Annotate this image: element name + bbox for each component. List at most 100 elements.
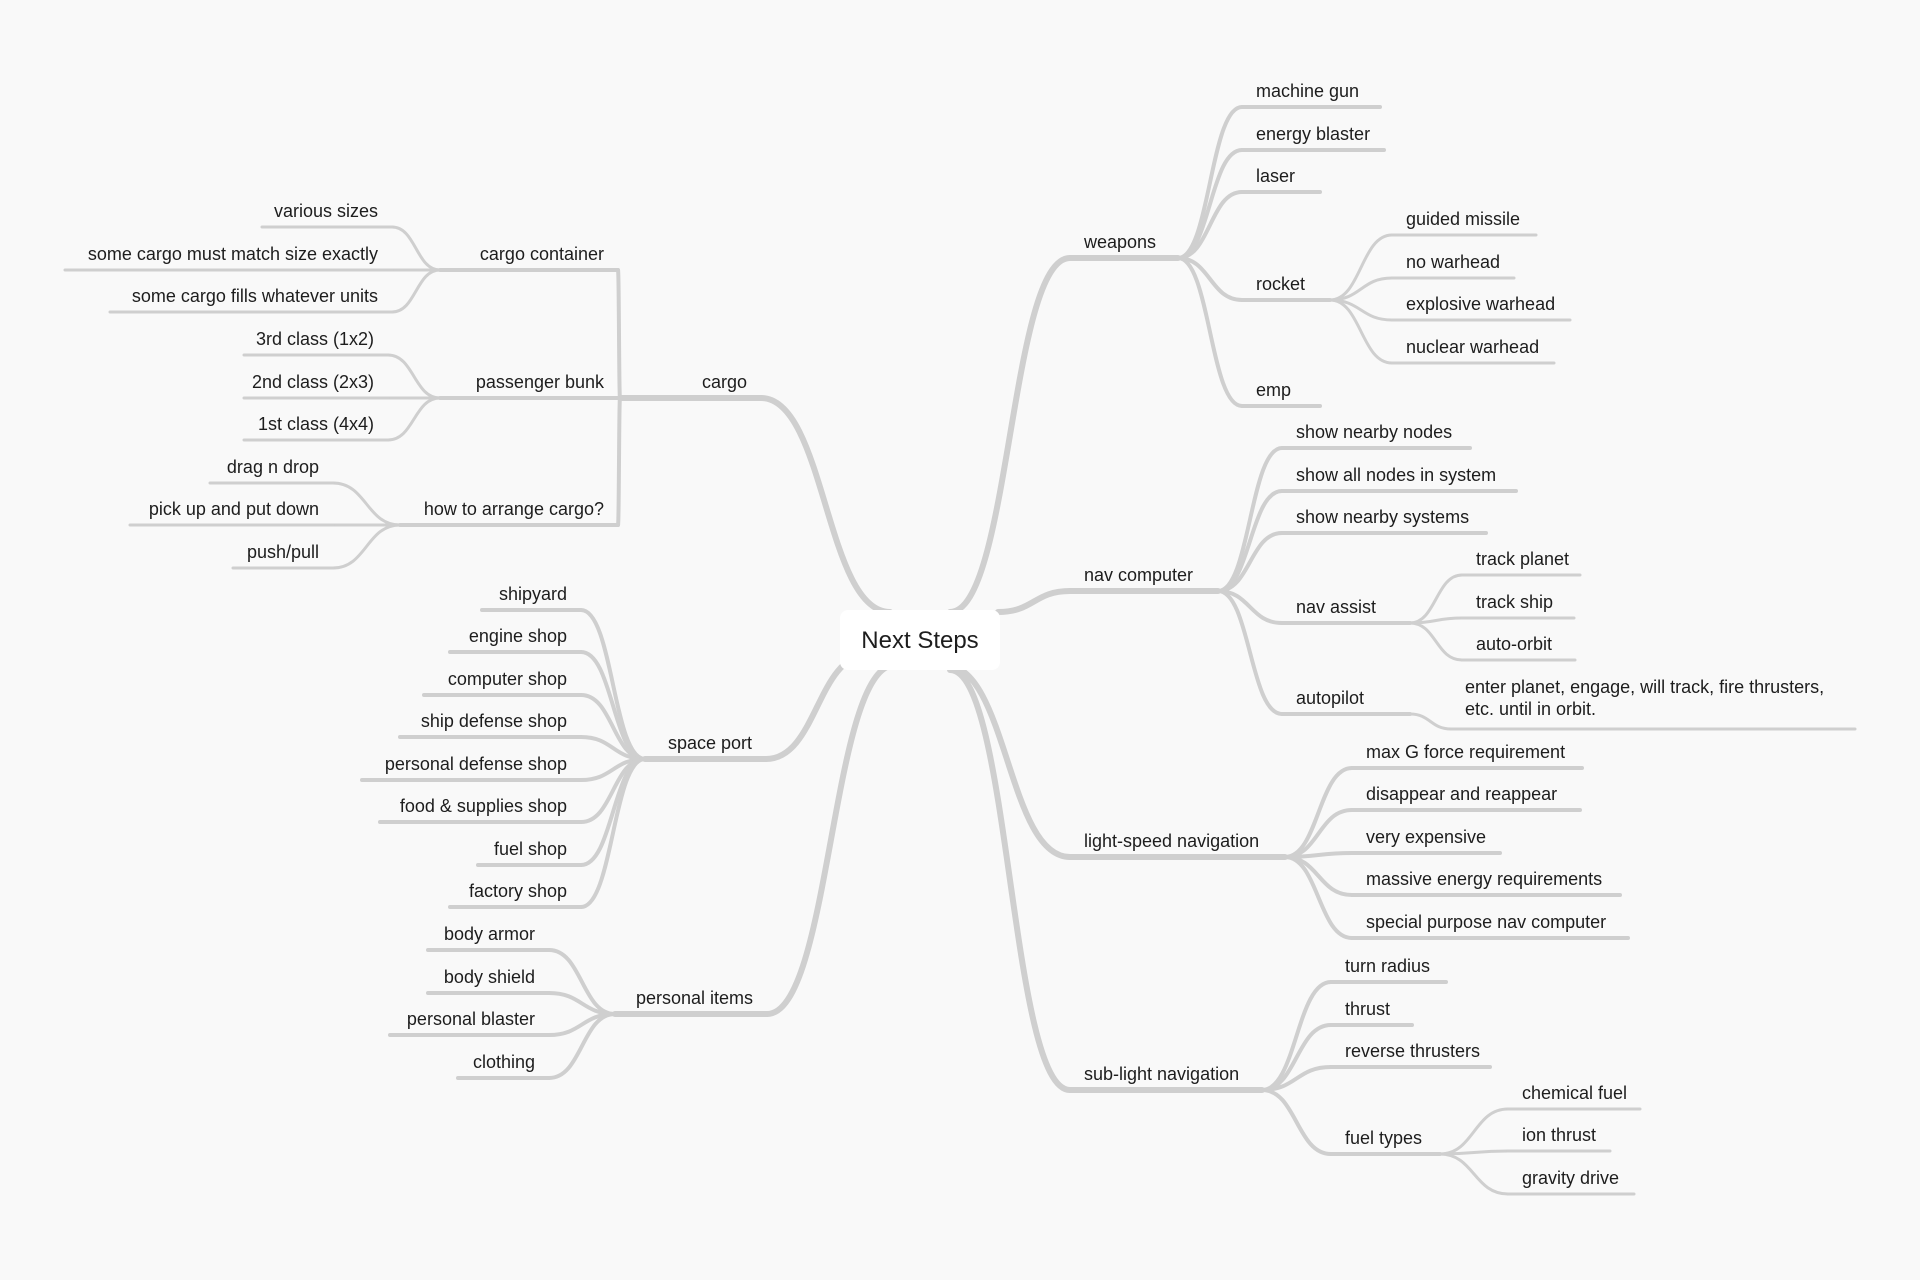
- topic-label: 3rd class (1x2): [256, 329, 374, 349]
- topic-fuel-types[interactable]: fuel types: [1345, 1128, 1422, 1148]
- topic-label: light-speed navigation: [1084, 831, 1259, 851]
- topic-passenger-bunk[interactable]: passenger bunk: [476, 372, 605, 392]
- topic-layer: cargo cargo container various sizes some ca…: [88, 81, 1824, 1188]
- topic-engine-shop[interactable]: engine shop: [469, 626, 567, 646]
- topic-personal-items[interactable]: personal items: [636, 988, 753, 1008]
- topic-chemical-fuel[interactable]: chemical fuel: [1522, 1083, 1627, 1103]
- topic-2nd-class-2x3[interactable]: 2nd class (2x3): [252, 372, 374, 392]
- connector-line: [616, 268, 622, 400]
- connector-line: [386, 353, 442, 400]
- topic-label: nuclear warhead: [1406, 337, 1539, 357]
- topic-cargo[interactable]: cargo: [702, 372, 747, 392]
- topic-fuel-shop[interactable]: fuel shop: [494, 839, 567, 859]
- connector-line: [1328, 298, 1394, 365]
- topic-label: some cargo must match size exactly: [88, 244, 378, 264]
- topic-label: computer shop: [448, 669, 567, 689]
- topic-body-shield[interactable]: body shield: [444, 967, 535, 987]
- topic-gravity-drive[interactable]: gravity drive: [1522, 1168, 1619, 1188]
- topic-turn-radius[interactable]: turn radius: [1345, 956, 1430, 976]
- topic-nav-computer[interactable]: nav computer: [1084, 565, 1193, 585]
- topic-label: show nearby systems: [1296, 507, 1469, 527]
- connector-line: [579, 757, 647, 909]
- topic-label: no warhead: [1406, 252, 1500, 272]
- topic-label: sub-light navigation: [1084, 1064, 1239, 1084]
- connector-line: [1216, 531, 1284, 593]
- topic-shipyard[interactable]: shipyard: [499, 584, 567, 604]
- topic-ion-thrust[interactable]: ion thrust: [1522, 1125, 1596, 1145]
- topic-clothing[interactable]: clothing: [473, 1052, 535, 1072]
- connector-line: [579, 650, 647, 761]
- topic-label: body armor: [444, 924, 535, 944]
- topic-label: body shield: [444, 967, 535, 987]
- topic-ship-defense-shop[interactable]: ship defense shop: [421, 711, 567, 731]
- topic-autopilot[interactable]: autopilot: [1296, 688, 1364, 708]
- central-topic-box: [840, 610, 1000, 670]
- topic-thrust[interactable]: thrust: [1345, 999, 1390, 1019]
- topic-personal-blaster[interactable]: personal blaster: [407, 1009, 535, 1029]
- topic-label: pick up and put down: [149, 499, 319, 519]
- connector-line: [995, 588, 1073, 615]
- topic-cargo-container[interactable]: cargo container: [480, 244, 604, 264]
- topic-show-nearby-systems[interactable]: show nearby systems: [1296, 507, 1469, 527]
- topic-how-to-arrange-cargo[interactable]: how to arrange cargo?: [424, 499, 604, 519]
- topic-space-port[interactable]: space port: [668, 733, 752, 753]
- topic-reverse-thrusters[interactable]: reverse thrusters: [1345, 1041, 1480, 1061]
- central-topic[interactable]: Next Steps: [840, 610, 1000, 670]
- topic-sub-light-navigation[interactable]: sub-light navigation: [1084, 1064, 1239, 1084]
- connector-line: [758, 395, 893, 615]
- topic-light-speed-navigation[interactable]: light-speed navigation: [1084, 831, 1259, 851]
- topic-track-planet[interactable]: track planet: [1476, 549, 1569, 569]
- topic-nuclear-warhead[interactable]: nuclear warhead: [1406, 337, 1539, 357]
- topic-laser[interactable]: laser: [1256, 166, 1295, 186]
- topic-body-armor[interactable]: body armor: [444, 924, 535, 944]
- topic-push-pull[interactable]: push/pull: [247, 542, 319, 562]
- topic-1st-class-4x4[interactable]: 1st class (4x4): [258, 414, 374, 434]
- topic-factory-shop[interactable]: factory shop: [469, 881, 567, 901]
- topic-drag-n-drop[interactable]: drag n drop: [227, 457, 319, 477]
- topic-label: personal items: [636, 988, 753, 1008]
- topic-label: nav computer: [1084, 565, 1193, 585]
- topic-pick-up-and-put-down[interactable]: pick up and put down: [149, 499, 319, 519]
- topic-no-warhead[interactable]: no warhead: [1406, 252, 1500, 272]
- connector-line: [1260, 1065, 1333, 1092]
- topic-max-g-force-requirement[interactable]: max G force requirement: [1366, 742, 1565, 762]
- topic-machine-gun[interactable]: machine gun: [1256, 81, 1359, 101]
- topic-enter-planet-engage-will-track-fire-thrusters[interactable]: enter planet, engage, will track, fire t…: [1465, 677, 1824, 719]
- topic-label: fuel types: [1345, 1128, 1422, 1148]
- topic-label: 2nd class (2x3): [252, 372, 374, 392]
- topic-label: shipyard: [499, 584, 567, 604]
- topic-personal-defense-shop[interactable]: personal defense shop: [385, 754, 567, 774]
- connector-line: [1216, 489, 1284, 593]
- topic-3rd-class-1x2[interactable]: 3rd class (1x2): [256, 329, 374, 349]
- topic-emp[interactable]: emp: [1256, 380, 1291, 400]
- topic-very-expensive[interactable]: very expensive: [1366, 827, 1486, 847]
- connector-line: [390, 225, 442, 272]
- topic-label: engine shop: [469, 626, 567, 646]
- topic-label: enter planet, engage, will track, fire t…: [1465, 677, 1824, 697]
- topic-track-ship[interactable]: track ship: [1476, 592, 1553, 612]
- topic-guided-missile[interactable]: guided missile: [1406, 209, 1520, 229]
- connector-line: [1176, 256, 1244, 302]
- topic-massive-energy-requirements[interactable]: massive energy requirements: [1366, 869, 1602, 889]
- topic-computer-shop[interactable]: computer shop: [448, 669, 567, 689]
- topic-nav-assist[interactable]: nav assist: [1296, 597, 1376, 617]
- topic-special-purpose-nav-computer[interactable]: special purpose nav computer: [1366, 912, 1606, 932]
- topic-show-all-nodes-in-system[interactable]: show all nodes in system: [1296, 465, 1496, 485]
- topic-auto-orbit[interactable]: auto-orbit: [1476, 634, 1552, 654]
- topic-some-cargo-fills-whatever-units[interactable]: some cargo fills whatever units: [132, 286, 378, 306]
- topic-food-supplies-shop[interactable]: food & supplies shop: [400, 796, 567, 816]
- topic-show-nearby-nodes[interactable]: show nearby nodes: [1296, 422, 1452, 442]
- topic-label: laser: [1256, 166, 1295, 186]
- topic-explosive-warhead[interactable]: explosive warhead: [1406, 294, 1555, 314]
- topic-label: personal blaster: [407, 1009, 535, 1029]
- topic-label: gravity drive: [1522, 1168, 1619, 1188]
- topic-label: various sizes: [274, 201, 378, 221]
- topic-label: personal defense shop: [385, 754, 567, 774]
- topic-disappear-and-reappear[interactable]: disappear and reappear: [1366, 784, 1557, 804]
- topic-rocket[interactable]: rocket: [1256, 274, 1305, 294]
- topic-some-cargo-must-match-size-exactly[interactable]: some cargo must match size exactly: [88, 244, 378, 264]
- topic-various-sizes[interactable]: various sizes: [274, 201, 378, 221]
- topic-energy-blaster[interactable]: energy blaster: [1256, 124, 1370, 144]
- topic-weapons[interactable]: weapons: [1083, 232, 1156, 252]
